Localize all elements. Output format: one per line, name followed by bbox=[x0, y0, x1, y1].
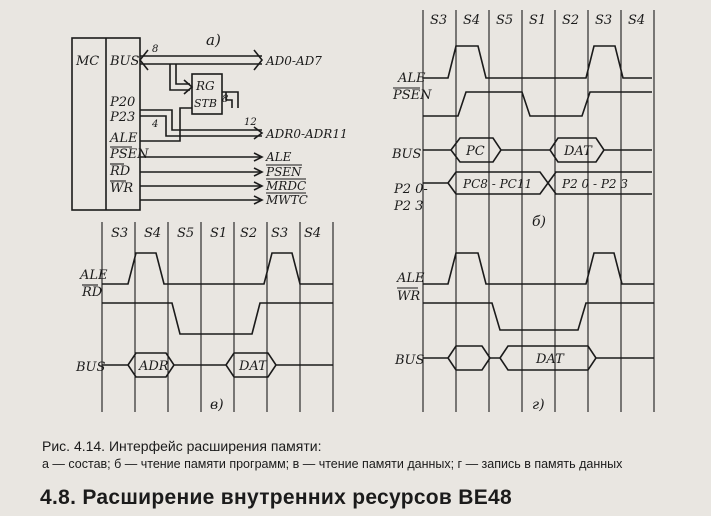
timing-v-dat-value: DAT bbox=[238, 359, 268, 374]
data-bus-width: 8 bbox=[152, 44, 158, 55]
timing-v-state-s3b: S3 bbox=[271, 226, 288, 241]
data-bus-arrowheads bbox=[138, 49, 264, 71]
timing-v-state-dividers bbox=[101, 222, 334, 412]
psen-port-label: PSEN bbox=[109, 147, 149, 162]
timing-b-p2-wave bbox=[423, 171, 652, 195]
address-bus-arrow bbox=[253, 126, 264, 140]
timing-b-state-s3: S3 bbox=[430, 13, 447, 28]
rd-port-label: RD bbox=[109, 164, 131, 179]
output-adr-label: ADR0-ADR11 bbox=[265, 127, 348, 141]
mc-label: MC bbox=[75, 54, 99, 69]
timing-v-rd-wave bbox=[102, 302, 333, 335]
timing-v-state-s2: S2 bbox=[240, 226, 257, 241]
figure-caption-subtitle: а — состав; б — чтение памяти программ; … bbox=[42, 457, 623, 471]
latch-output-width: 8 bbox=[222, 94, 228, 105]
timing-v-bus-wave bbox=[102, 352, 333, 378]
timing-v-bus-label: BUS bbox=[75, 360, 106, 375]
timing-b-dat-value: DAT bbox=[563, 144, 593, 159]
diagram-a-structure: а) MC BUS P20 P23 ALE PSEN RD WR 8 AD0-A… bbox=[71, 31, 348, 211]
timing-g-wr-wave bbox=[423, 302, 654, 331]
timing-g-bus-wave bbox=[423, 345, 654, 371]
timing-b-pc-value: PC bbox=[465, 144, 485, 159]
control-arrowheads bbox=[253, 152, 264, 205]
timing-g-wr-label: WR bbox=[397, 289, 420, 304]
figure-caption: Рис. 4.14. Интерфейс расширения памяти: … bbox=[42, 437, 702, 473]
timing-b-bus-label: BUS bbox=[391, 147, 422, 162]
latch-input-bus bbox=[169, 64, 190, 91]
timing-b-p2-label-2: P2 3 bbox=[393, 199, 423, 214]
timing-v-state-s4b: S4 bbox=[304, 226, 321, 241]
timing-b-state-s4b: S4 bbox=[628, 13, 645, 28]
timing-v-adr-value: ADR bbox=[138, 359, 169, 374]
p20-port-label: P20 bbox=[109, 95, 135, 110]
data-bus-lines bbox=[140, 55, 262, 65]
figure-4-14: а) MC BUS P20 P23 ALE PSEN RD WR 8 AD0-A… bbox=[71, 10, 655, 413]
ale-port-label: ALE bbox=[109, 131, 138, 146]
p2-width: 4 bbox=[151, 119, 158, 130]
timing-g-ale-label: ALE bbox=[396, 271, 425, 286]
timing-b-ale-wave bbox=[423, 45, 652, 79]
output-psen-label: PSEN bbox=[265, 165, 302, 179]
address-bus-width: 12 bbox=[244, 117, 257, 128]
timing-b-state-s3b: S3 bbox=[595, 13, 612, 28]
timing-g-state-dividers bbox=[422, 232, 655, 412]
timing-b-pc-high-value: PC8 - PC11 bbox=[462, 177, 532, 191]
timing-v-state-s3: S3 bbox=[111, 226, 128, 241]
timing-b-psen-wave bbox=[423, 91, 652, 117]
timing-v-ale-wave bbox=[102, 252, 333, 285]
timing-v-label: в) bbox=[210, 397, 224, 413]
timing-b-label: б) bbox=[532, 214, 546, 230]
wr-port-label: WR bbox=[110, 181, 133, 196]
output-ale-label: ALE bbox=[265, 150, 292, 164]
timing-v-data-read: S3 S4 S5 S1 S2 S3 S4 ALE RD BUS ADR DAT … bbox=[75, 222, 334, 413]
register-rg bbox=[191, 73, 223, 115]
timing-b-state-s5: S5 bbox=[496, 13, 513, 28]
timing-b-state-dividers bbox=[422, 10, 655, 232]
ale-to-strobe bbox=[140, 107, 192, 142]
timing-v-state-s1: S1 bbox=[210, 226, 227, 241]
latch-input-arrow bbox=[183, 79, 194, 95]
register-rg-label: RG bbox=[195, 79, 215, 93]
timing-b-program-read: S3 S4 S5 S1 S2 S3 S4 ALE PSEN BUS P2 0- … bbox=[391, 10, 655, 232]
timing-v-state-s4: S4 bbox=[144, 226, 161, 241]
timing-v-ale-label: ALE bbox=[79, 268, 108, 283]
timing-g-dat-value: DAT bbox=[535, 352, 565, 367]
timing-b-p2-value: P2 0 - P2 3 bbox=[561, 177, 628, 191]
timing-b-bus-wave bbox=[423, 137, 652, 163]
output-mrdc-label: MRDC bbox=[265, 179, 306, 193]
timing-b-state-s1: S1 bbox=[529, 13, 546, 28]
timing-g-data-write: ALE WR BUS DAT г) bbox=[394, 232, 655, 413]
figure-caption-title: Рис. 4.14. Интерфейс расширения памяти: bbox=[42, 438, 322, 454]
timing-v-rd-label: RD bbox=[81, 285, 103, 300]
timing-b-state-s2: S2 bbox=[562, 13, 579, 28]
timing-g-ale-wave bbox=[423, 252, 654, 285]
section-heading: 4.8. Расширение внутренних ресурсов ВЕ48 bbox=[40, 486, 513, 509]
timing-b-state-s4: S4 bbox=[463, 13, 480, 28]
bus-port-label: BUS bbox=[109, 54, 140, 69]
latch-output-bus bbox=[222, 91, 239, 108]
timing-g-bus-label: BUS bbox=[394, 353, 425, 368]
register-stb-label: STB bbox=[194, 97, 217, 110]
timing-b-p2-label-1: P2 0- bbox=[393, 182, 428, 197]
timing-v-state-s5: S5 bbox=[177, 226, 194, 241]
timing-b-ale-label: ALE bbox=[397, 71, 426, 86]
timing-g-label: г) bbox=[532, 397, 545, 413]
p23-port-label: P23 bbox=[109, 110, 135, 125]
output-ad-label: AD0-AD7 bbox=[265, 54, 322, 68]
timing-b-psen-label: PSEN bbox=[392, 88, 432, 103]
address-bus-lines bbox=[140, 109, 262, 137]
diagram-a-label: а) bbox=[206, 31, 221, 49]
output-mwtc-label: MWTC bbox=[265, 193, 308, 207]
